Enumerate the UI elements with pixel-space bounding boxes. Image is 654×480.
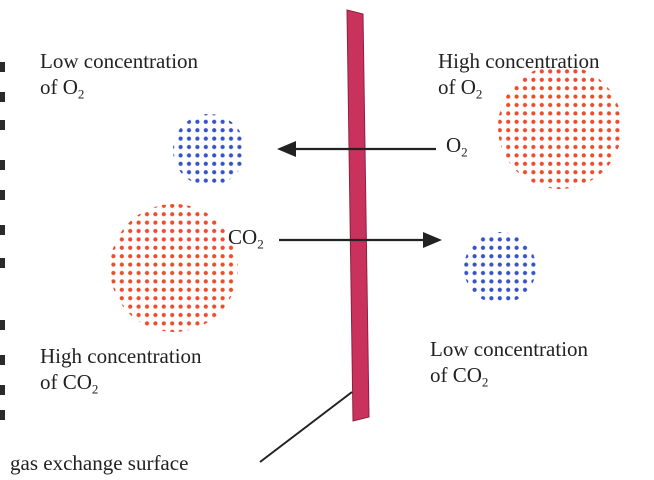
low-o2-cluster [173, 114, 245, 186]
edge-mark [0, 320, 5, 330]
surface-pointer-line [259, 391, 353, 463]
high-co2-cluster [110, 204, 238, 332]
edge-mark [0, 62, 5, 72]
edge-mark [0, 385, 5, 395]
co2-arrow-label: CO2 [228, 225, 264, 252]
label-low-co2-line2: of CO2 [430, 363, 489, 390]
label-low-o2-line1: Low concentration [40, 49, 199, 73]
label-low-co2-line1: Low concentration [430, 337, 589, 361]
gas-exchange-membrane [346, 9, 370, 422]
label-low-o2: Low concentration of O2 [40, 48, 198, 101]
low-co2-cluster [464, 232, 536, 304]
edge-mark [0, 120, 5, 130]
label-high-co2-line2: of CO2 [40, 370, 99, 397]
high-o2-cluster [498, 65, 622, 189]
edge-mark [0, 225, 5, 235]
label-high-o2: High concentration of O2 [438, 48, 600, 101]
edge-mark [0, 355, 5, 365]
edge-mark [0, 258, 5, 268]
label-low-o2-line2: of O2 [40, 75, 85, 102]
edge-mark [0, 92, 5, 102]
label-high-co2-line1: High concentration [40, 344, 202, 368]
label-high-o2-line2: of O2 [438, 75, 483, 102]
label-high-co2: High concentration of CO2 [40, 343, 202, 396]
edge-mark [0, 410, 5, 420]
edge-mark [0, 190, 5, 200]
label-gas-exchange-surface: gas exchange surface [10, 451, 189, 475]
co2-arrowhead [423, 232, 442, 248]
o2-arrow-label: O2 [446, 133, 468, 160]
o2-arrowhead [277, 141, 296, 157]
edge-mark [0, 160, 5, 170]
label-high-o2-line1: High concentration [438, 49, 600, 73]
label-low-co2: Low concentration of CO2 [430, 336, 588, 389]
